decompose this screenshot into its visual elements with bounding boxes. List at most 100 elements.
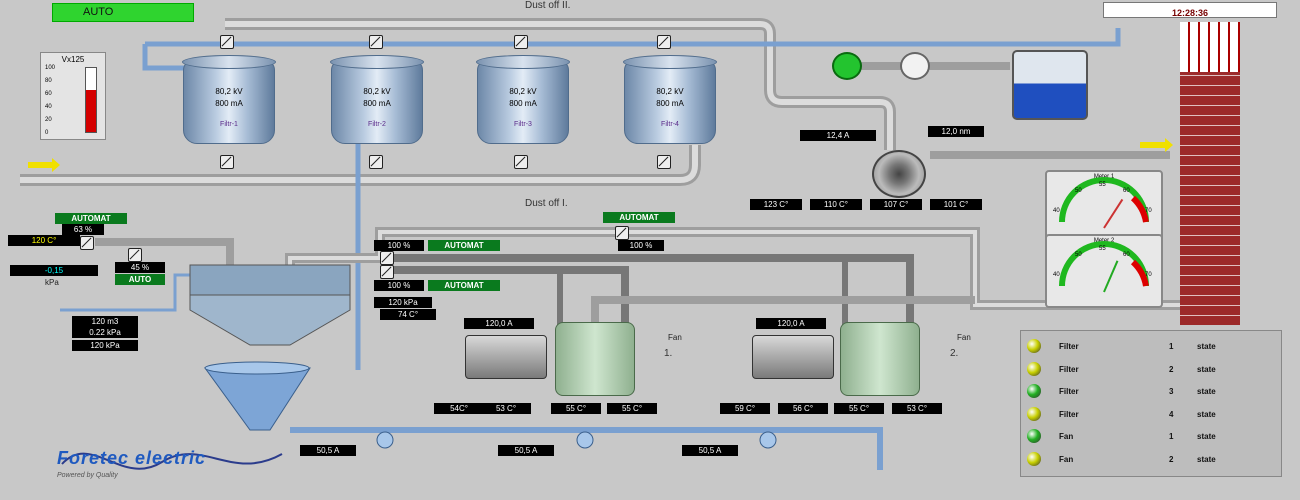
gauge-tick-label: 60 bbox=[45, 91, 52, 97]
valve-top-1[interactable] bbox=[220, 35, 234, 49]
meter-tick: 50 bbox=[1075, 252, 1082, 258]
valve-mid-45[interactable] bbox=[128, 248, 142, 262]
status-state: state bbox=[1197, 342, 1216, 351]
filter-kv: 80,2 kV bbox=[363, 87, 391, 96]
fan-2-label: Fan bbox=[957, 333, 971, 342]
valve-bot-1[interactable] bbox=[220, 155, 234, 169]
temp-top-3: 107 C° bbox=[870, 199, 922, 210]
meter-needle bbox=[1103, 260, 1119, 293]
pump-current-3: 50,5 A bbox=[682, 445, 738, 456]
motor-2-temp-1: 59 C° bbox=[720, 403, 770, 414]
status-name: Fan bbox=[1059, 454, 1074, 464]
fan-housing-1[interactable] bbox=[555, 322, 635, 396]
status-state: state bbox=[1197, 364, 1216, 374]
v2-mode-badge[interactable]: AUTOMAT bbox=[428, 280, 500, 291]
status-num: 4 bbox=[1169, 409, 1174, 419]
valve-bot-4[interactable] bbox=[657, 155, 671, 169]
filter-cap bbox=[330, 55, 424, 69]
motor-2[interactable] bbox=[752, 335, 834, 379]
valve-v1[interactable] bbox=[380, 251, 394, 265]
left-pressure-unit: kPa bbox=[45, 278, 59, 287]
clock-time: 12:28:36 bbox=[1171, 8, 1209, 18]
v1-mode-badge[interactable]: AUTOMAT bbox=[428, 240, 500, 251]
pump-current-2: 50,5 A bbox=[498, 445, 554, 456]
temp-top-2: 110 C° bbox=[810, 199, 862, 210]
chimney bbox=[1180, 22, 1240, 325]
filter-ma: 800 mA bbox=[656, 99, 684, 108]
status-lamp-icon bbox=[1027, 429, 1041, 443]
fan-1-number: 1. bbox=[664, 348, 673, 359]
motor-1-temp-1: 54C° bbox=[434, 403, 484, 414]
storage-tank bbox=[1012, 50, 1088, 120]
mode-indicator[interactable]: AUTO bbox=[52, 3, 194, 22]
gauge-title: Vx125 bbox=[61, 55, 85, 64]
motor-1-temp-2: 53 C° bbox=[481, 403, 531, 414]
meter-needle bbox=[1103, 198, 1124, 229]
motor-1-temp-3: 55 C° bbox=[551, 403, 601, 414]
meter-tick: 60 bbox=[1123, 252, 1130, 258]
filter-name: Filtr-2 bbox=[368, 121, 386, 128]
white-blower-icon[interactable] bbox=[900, 52, 930, 80]
main-fan-icon[interactable] bbox=[872, 150, 926, 198]
status-state: state bbox=[1197, 454, 1216, 464]
meter-tick: 55 bbox=[1099, 246, 1106, 252]
status-lamp-icon bbox=[1027, 361, 1041, 376]
filter-kv: 80,2 kV bbox=[215, 87, 243, 96]
meter-tick: 60 bbox=[1123, 188, 1130, 194]
status-name: Filter bbox=[1059, 409, 1079, 419]
flow-m3: 120 m3 bbox=[72, 316, 138, 327]
valve-mode-badge[interactable]: AUTO bbox=[115, 274, 165, 285]
mid-automat-badge[interactable]: AUTOMAT bbox=[603, 212, 675, 223]
fan-housing-2[interactable] bbox=[840, 322, 920, 396]
left-temp: 120 C° bbox=[8, 235, 80, 246]
filter-cap bbox=[623, 55, 717, 69]
status-num: 3 bbox=[1169, 387, 1174, 396]
gauge-tick-label: 100 bbox=[45, 65, 56, 71]
meter-tick: 50 bbox=[1075, 188, 1082, 194]
status-num: 2 bbox=[1169, 364, 1174, 374]
tank-temp: 74 C° bbox=[380, 309, 436, 320]
tank-pressure: 120 kPa bbox=[374, 297, 432, 308]
filter-cap bbox=[182, 55, 276, 69]
green-blower-icon[interactable] bbox=[832, 52, 862, 80]
valve-top-2[interactable] bbox=[369, 35, 383, 49]
gauge-fill bbox=[86, 89, 96, 132]
meter-tick: 55 bbox=[1099, 182, 1106, 188]
meter-tick: 70 bbox=[1145, 208, 1152, 214]
filter-ma: 800 mA bbox=[215, 99, 243, 108]
temp-top-1: 123 C° bbox=[750, 199, 802, 210]
logo-wave bbox=[61, 452, 283, 470]
chimney-top bbox=[1180, 22, 1240, 72]
valve-mid-right[interactable] bbox=[615, 226, 629, 240]
motor-1[interactable] bbox=[465, 335, 547, 379]
meter-tick: 40 bbox=[1053, 272, 1060, 278]
left-automat-badge[interactable]: AUTOMAT bbox=[55, 213, 127, 224]
motor-1-temp-4: 55 C° bbox=[607, 403, 657, 414]
company-logo: Foretec electric Powered by Quality bbox=[52, 442, 292, 482]
temp-top-4: 101 C° bbox=[930, 199, 982, 210]
valve-top-3[interactable] bbox=[514, 35, 528, 49]
filter-ma: 800 mA bbox=[363, 99, 391, 108]
filter-2[interactable]: 80,2 kV 800 mA Filtr-2 bbox=[330, 55, 424, 144]
status-state: state bbox=[1197, 409, 1216, 419]
status-lamp-icon bbox=[1027, 339, 1041, 353]
valve-mid-left[interactable] bbox=[80, 236, 94, 250]
fan-1-label: Fan bbox=[668, 333, 682, 342]
meter-dial bbox=[1059, 177, 1149, 229]
status-lamp-icon bbox=[1027, 384, 1041, 398]
valve-top-4[interactable] bbox=[657, 35, 671, 49]
status-name: Filter bbox=[1059, 364, 1079, 374]
valve-v2[interactable] bbox=[380, 265, 394, 279]
valve-bot-3[interactable] bbox=[514, 155, 528, 169]
valve-bot-2[interactable] bbox=[369, 155, 383, 169]
status-num: 2 bbox=[1169, 454, 1174, 464]
dust-off-2-label: Dust off II. bbox=[525, 0, 571, 11]
left-pct: 63 % bbox=[62, 224, 104, 235]
fan-2-number: 2. bbox=[950, 348, 959, 359]
